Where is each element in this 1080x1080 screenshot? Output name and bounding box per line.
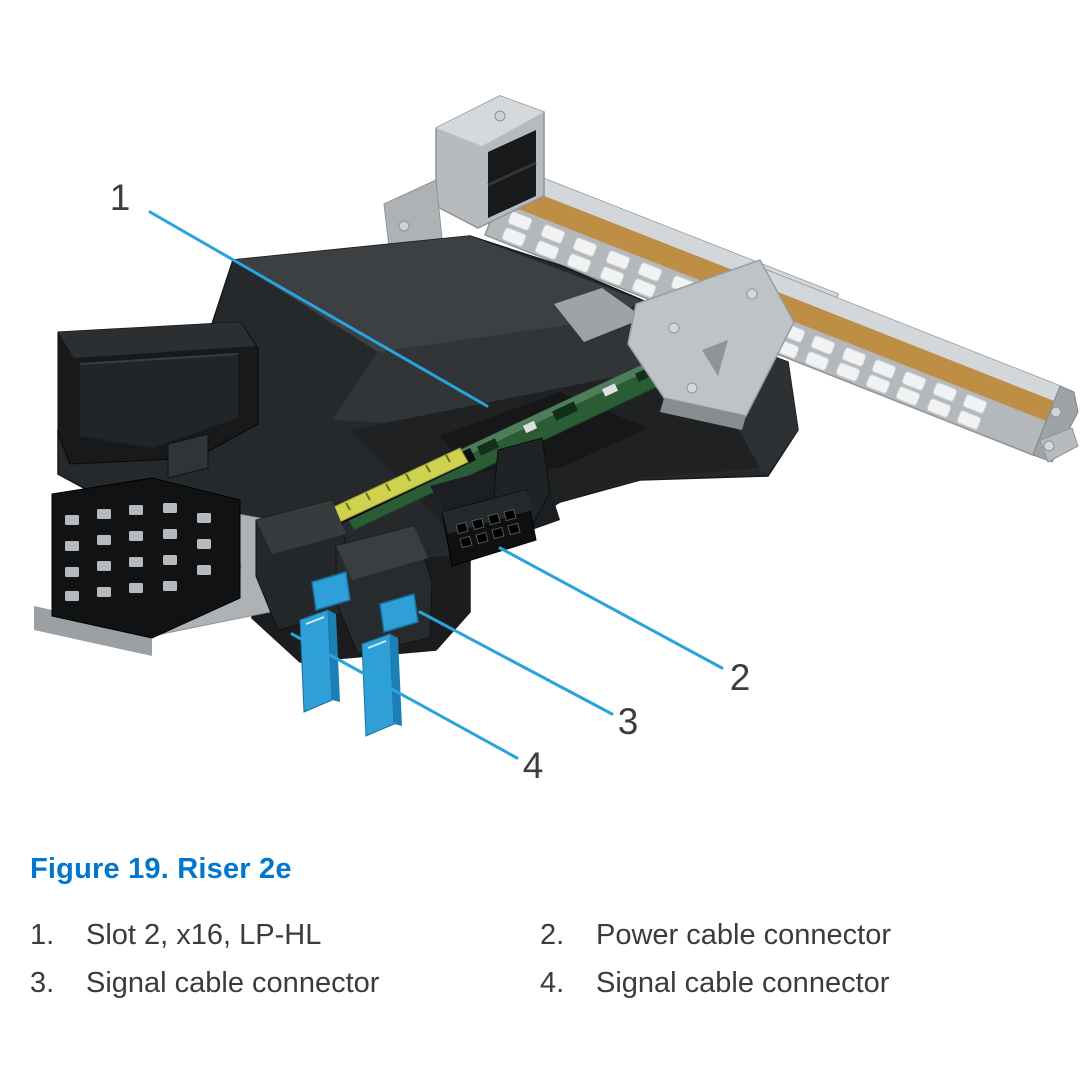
legend-item-3: 3. Signal cable connector	[30, 966, 540, 1000]
legend-item-number: 2.	[540, 919, 565, 951]
legend-item-label: Signal cable connector	[86, 967, 380, 999]
blue-release-tab-1	[299, 609, 340, 713]
legend-item-1: 1. Slot 2, x16, LP-HL	[30, 918, 540, 952]
callout-line-2	[498, 546, 724, 670]
bracket-end-cap	[1032, 385, 1079, 463]
legend-item-number: 3.	[30, 967, 55, 999]
perforated-panel	[34, 477, 271, 656]
legend-item-2: 2. Power cable connector	[540, 918, 1050, 952]
callout-lines	[148, 210, 724, 760]
callout-number-3: 3	[617, 701, 639, 742]
card-bracket-plate	[627, 259, 795, 430]
riser-2e-illustration	[34, 95, 1079, 760]
callout-number-2: 2	[729, 657, 751, 698]
legend-item-number: 4.	[540, 967, 565, 999]
callout-line-4	[290, 632, 519, 760]
pcie-bracket-rail-2	[728, 265, 1079, 463]
figure-caption: Figure 19. Riser 2e	[30, 853, 292, 885]
legend-item-4: 4. Signal cable connector	[540, 966, 1050, 1000]
card-edge-connector	[298, 447, 476, 542]
legend-item-label: Signal cable connector	[596, 967, 890, 999]
callout-number-4: 4	[522, 745, 544, 786]
legend-item-number: 1.	[30, 919, 55, 951]
legend-item-label: Power cable connector	[596, 919, 891, 951]
callout-line-1	[148, 210, 489, 408]
io-bracket-left	[57, 321, 259, 479]
callout-number-1: 1	[109, 177, 131, 218]
legend: 1. Slot 2, x16, LP-HL 2. Power cable con…	[30, 918, 1050, 1000]
callout-line-3	[418, 610, 614, 716]
blue-release-tab-2	[361, 633, 402, 737]
legend-item-label: Slot 2, x16, LP-HL	[86, 919, 322, 951]
power-cable-connector	[441, 489, 537, 567]
